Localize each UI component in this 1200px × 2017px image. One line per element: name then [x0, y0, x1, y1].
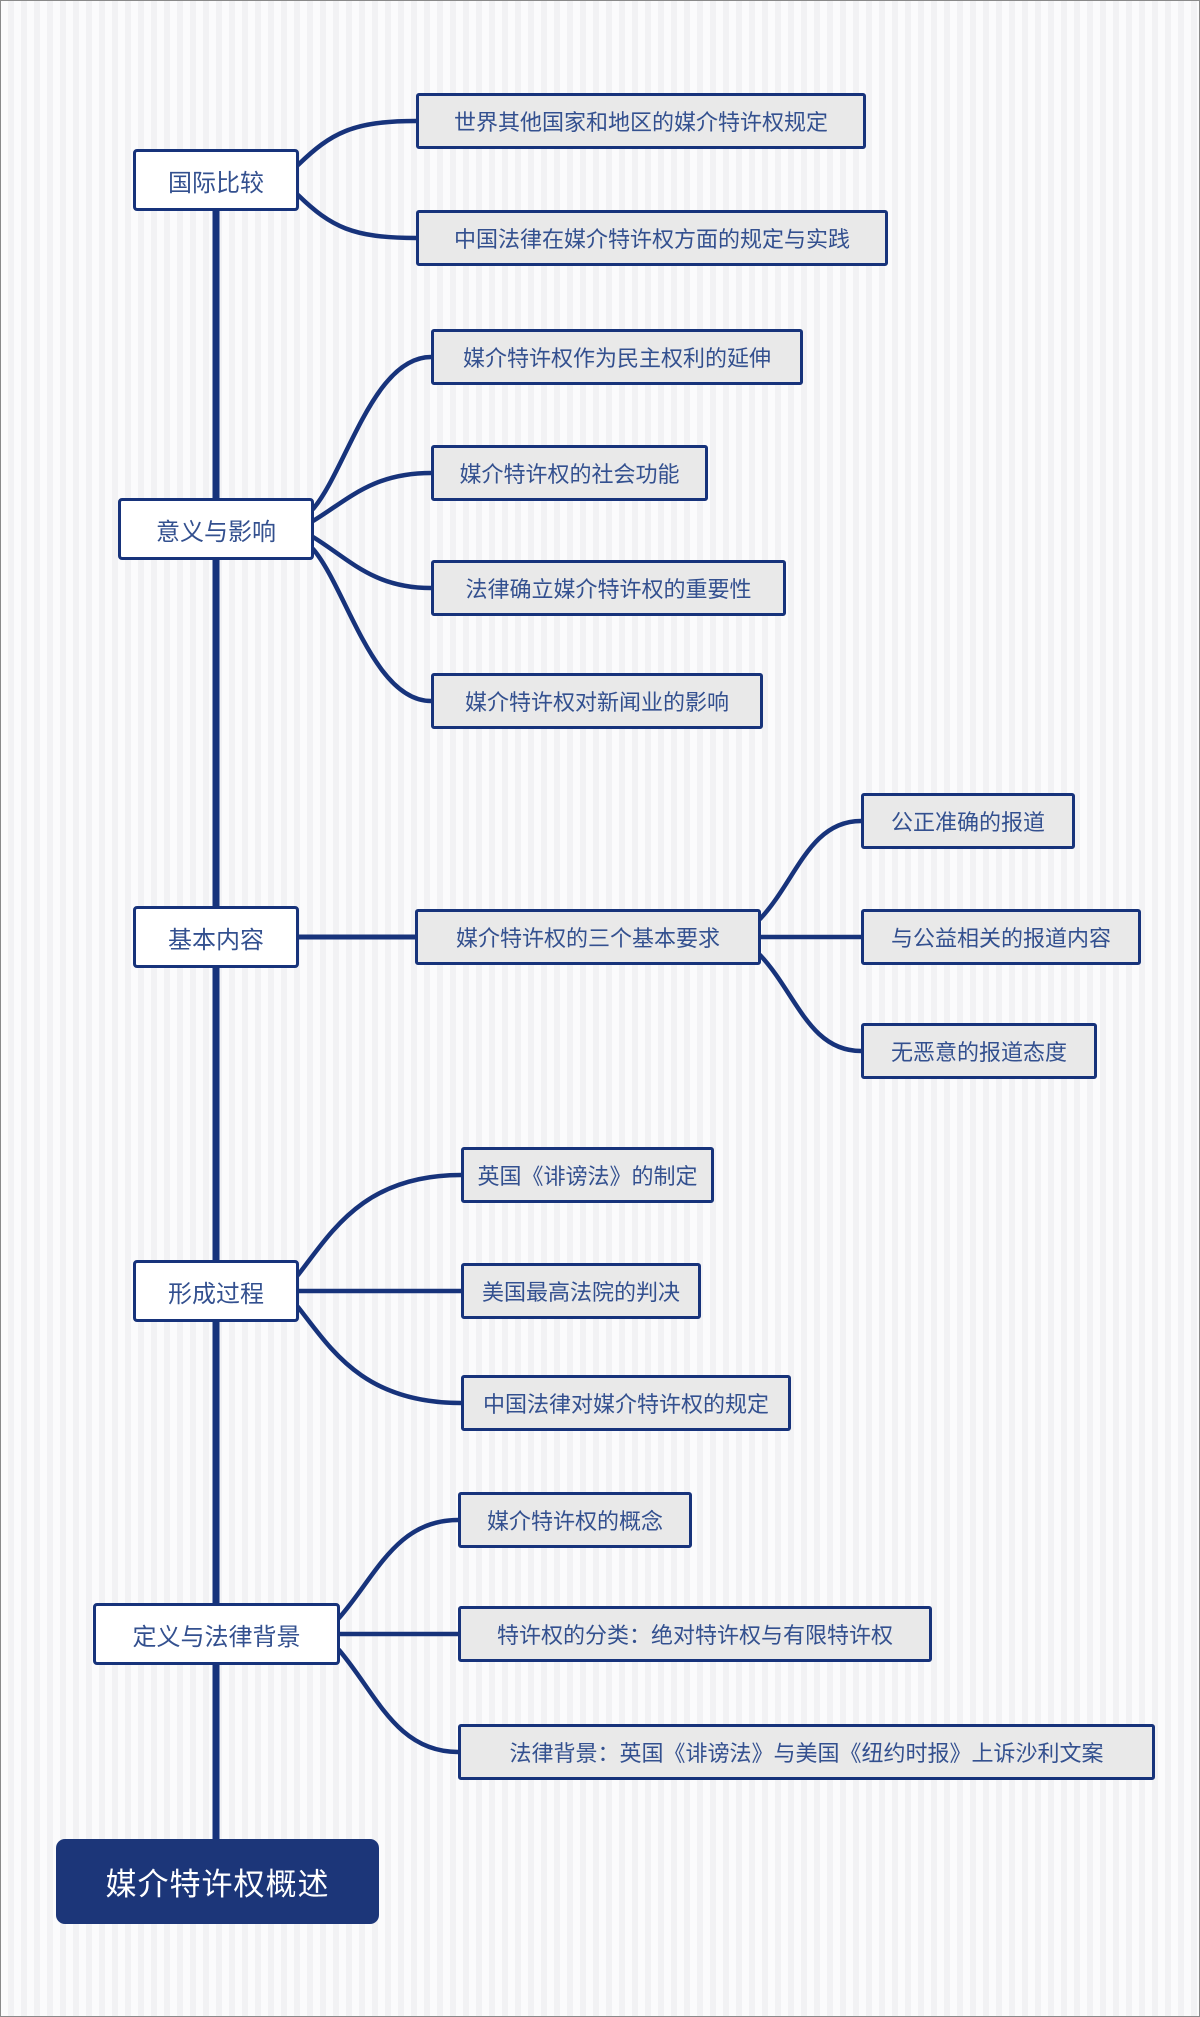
leaf-node[interactable]: 法律确立媒介特许权的重要性: [431, 560, 786, 616]
connector: [757, 818, 864, 922]
connector: [757, 952, 864, 1054]
branch-international-comparison[interactable]: 国际比较: [133, 149, 299, 211]
leaf-node[interactable]: 媒介特许权作为民主权利的延伸: [431, 329, 803, 385]
leaf-node[interactable]: 世界其他国家和地区的媒介特许权规定: [416, 93, 866, 149]
branch-basic-content[interactable]: 基本内容: [133, 906, 299, 968]
leaf-node[interactable]: 特许权的分类：绝对特许权与有限特许权: [458, 1606, 932, 1662]
leaf-node[interactable]: 媒介特许权的概念: [458, 1492, 692, 1548]
root-node[interactable]: 媒介特许权概述: [56, 1839, 379, 1924]
subtopic-three-basic-requirements[interactable]: 媒介特许权的三个基本要求: [415, 909, 761, 965]
branch-definition-legal-background[interactable]: 定义与法律背景: [93, 1603, 340, 1665]
branch-formation-process[interactable]: 形成过程: [133, 1260, 299, 1322]
connector: [310, 470, 434, 524]
connector: [310, 354, 434, 512]
connector: [295, 1304, 464, 1406]
branch-significance-impact[interactable]: 意义与影响: [118, 498, 314, 560]
leaf-node[interactable]: 与公益相关的报道内容: [861, 909, 1141, 965]
leaf-node[interactable]: 媒介特许权的社会功能: [431, 445, 708, 501]
leaf-node[interactable]: 公正准确的报道: [861, 793, 1075, 849]
connector: [295, 1172, 464, 1278]
connector: [295, 118, 419, 168]
leaf-node[interactable]: 美国最高法院的判决: [461, 1263, 701, 1319]
connector: [336, 1647, 461, 1755]
leaf-node[interactable]: 法律背景：英国《诽谤法》与美国《纽约时报》上诉沙利文案: [458, 1724, 1155, 1780]
connector: [310, 546, 434, 704]
leaf-node[interactable]: 无恶意的报道态度: [861, 1023, 1097, 1079]
connector: [336, 1517, 461, 1621]
leaf-node[interactable]: 媒介特许权对新闻业的影响: [431, 673, 763, 729]
connector: [295, 192, 419, 241]
leaf-node[interactable]: 中国法律在媒介特许权方面的规定与实践: [416, 210, 888, 266]
leaf-node[interactable]: 英国《诽谤法》的制定: [461, 1147, 714, 1203]
leaf-node[interactable]: 中国法律对媒介特许权的规定: [461, 1375, 791, 1431]
connector: [310, 534, 434, 591]
